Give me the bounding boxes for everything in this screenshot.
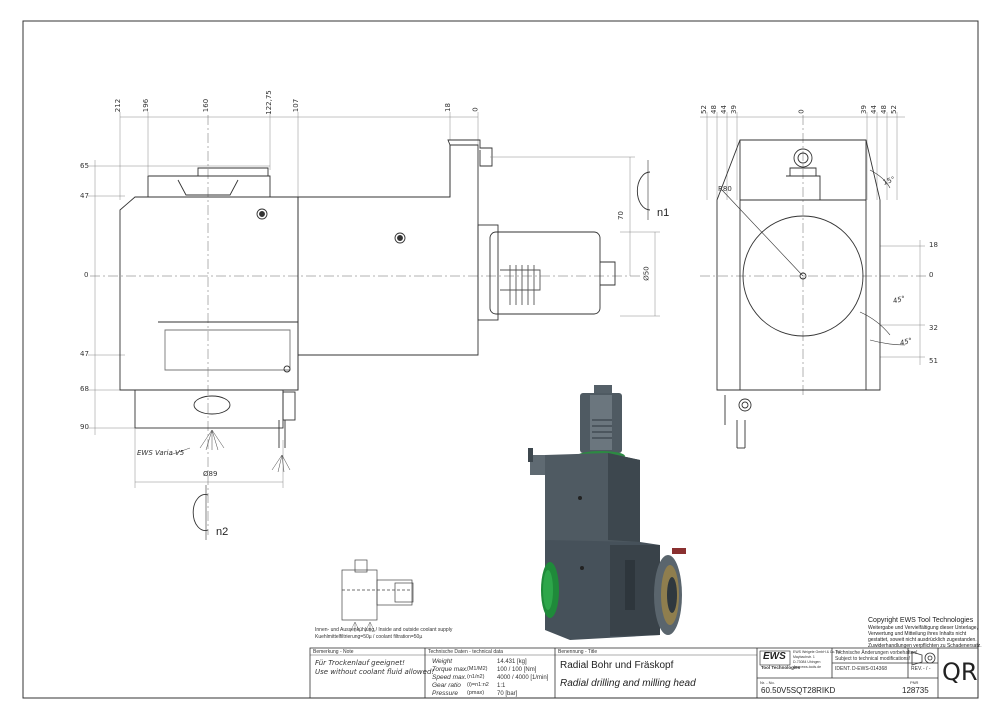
dim-107: 107 (292, 98, 301, 113)
dim-0-top: 0 (471, 107, 480, 112)
name-german: Radial Bohr und Fräskopf (560, 660, 674, 671)
tech-row-value: 100 / 100 [Nm] (497, 667, 537, 673)
tech-row-label: Speed max. (432, 674, 467, 681)
tech-row-label: Weight (432, 658, 453, 665)
dim-212: 212 (114, 98, 123, 113)
tech-row-unit: (pmax) (467, 690, 485, 696)
logo-subtitle: Tool Technologies (761, 665, 801, 670)
tech-row-value: 70 [bar] (497, 691, 518, 697)
dim-d89: Ø89 (203, 470, 218, 478)
radius-label: R80 (718, 185, 732, 193)
dim-r-0: 0 (797, 109, 806, 114)
ews-logo (759, 650, 791, 666)
name-header: Benennung - Title (558, 649, 598, 655)
dim-r-39a: 39 (729, 105, 738, 114)
logo-text: EWS (763, 651, 786, 662)
company-line: www.ews-tools.de (793, 665, 822, 669)
dim-90: 90 (80, 423, 89, 431)
tech-row-value: 14.431 [kg] (497, 659, 527, 665)
tech-header: Technische Daten - technical data (428, 649, 504, 655)
tech-row-unit: (i)=n1:n2 (467, 682, 489, 688)
dim-r-52a: 52 (699, 105, 708, 114)
ident-label: IDENT. (835, 666, 851, 672)
title-block-frame (309, 647, 979, 699)
dim-r-52b: 52 (889, 105, 898, 114)
rev-label: REV. (911, 666, 923, 672)
tech-row-value: 1:1 (497, 683, 506, 689)
dim-160: 160 (202, 98, 211, 113)
ident-value: D-EWS-014368 (852, 666, 888, 672)
remark-1: Für Trockenlauf geeignet! (315, 659, 405, 667)
part-number: 60.50V5SQT28RIKD (761, 686, 836, 695)
dim-68: 68 (80, 385, 89, 393)
iso-view-3d-model (528, 385, 686, 640)
dim-r-0-side: 0 (929, 271, 934, 279)
dim-122-75: 122,75 (264, 90, 273, 115)
dim-r-39b: 39 (859, 105, 868, 114)
dim-47-top: 47 (80, 192, 89, 200)
n1-label: n1 (657, 207, 670, 219)
rev-value: - / - (923, 666, 931, 672)
name-english: Radial drilling and milling head (560, 678, 696, 689)
dim-196: 196 (142, 98, 151, 113)
copyright-line: Weitergabe und Vervielfältigung dieser U… (868, 625, 978, 631)
code-label: PNR (910, 680, 919, 685)
dim-r-32: 32 (929, 324, 938, 332)
dim-r-48a: 48 (709, 105, 718, 114)
remarks-header: Bemerkung - Note (313, 649, 354, 655)
company-line: EWS Weigele GmbH & Co. KG (793, 650, 842, 654)
changes-de: Technische Änderungen vorbehalten! (835, 650, 918, 656)
copyright-block: Copyright EWS Tool Technologies Weiterga… (868, 617, 982, 649)
n2-label: n2 (216, 526, 229, 538)
coolant-caption-2: Kuehlmittelfiltrierung=50µ / coolant fil… (315, 634, 423, 640)
copyright-line: Zuwiderhandlungen verpflichten zu Schade… (868, 643, 982, 649)
dim-r-48b: 48 (879, 105, 888, 114)
copyright-line: Verwertung und Mitteilung ihres Inhalts … (868, 631, 967, 637)
code-number: 128735 (902, 686, 929, 695)
changes-en: Subject to technical modifications! (835, 656, 911, 662)
tech-row-label: Torque max. (432, 666, 468, 673)
dim-r-18: 18 (929, 241, 938, 249)
sheet-border (22, 20, 979, 699)
coolant-caption-1: Innen- und Aussenkühlung / Inside and ou… (315, 627, 453, 633)
dim-r-44a: 44 (719, 105, 728, 114)
coolant-label: EWS Varia V5 (137, 449, 185, 457)
dim-47-bottom: 47 (80, 350, 89, 358)
tech-row-unit: (M1/M2) (467, 666, 488, 672)
dim-65: 65 (80, 162, 89, 170)
coolant-schematic (341, 559, 414, 633)
copyright-line: gestattet, soweit nicht ausdrücklich zug… (868, 637, 977, 643)
tech-row-label: Gear ratio (432, 682, 461, 689)
company-line: D-73084 Uhingen (793, 660, 821, 664)
dim-r-44b: 44 (869, 105, 878, 114)
tech-row-label: Pressure (432, 690, 459, 697)
tech-row-unit: (n1/n2) (467, 674, 485, 680)
tech-row-value: 4000 / 4000 [1/min] (497, 675, 549, 681)
qr-mark: QR (942, 658, 978, 686)
part-no-label: Nr. - No. (760, 680, 775, 685)
side-view (88, 112, 660, 540)
dim-r-51: 51 (929, 357, 938, 365)
dim-70: 70 (616, 211, 625, 220)
copyright-title: Copyright EWS Tool Technologies (868, 617, 974, 624)
dim-d50: Ø50 (642, 266, 651, 281)
front-view (700, 112, 930, 449)
dim-18: 18 (443, 103, 452, 112)
remark-2: Use without coolant fluid allowed! (315, 668, 435, 676)
dim-0-left: 0 (84, 271, 89, 279)
company-line: Maybachstr. 1 (793, 655, 815, 659)
